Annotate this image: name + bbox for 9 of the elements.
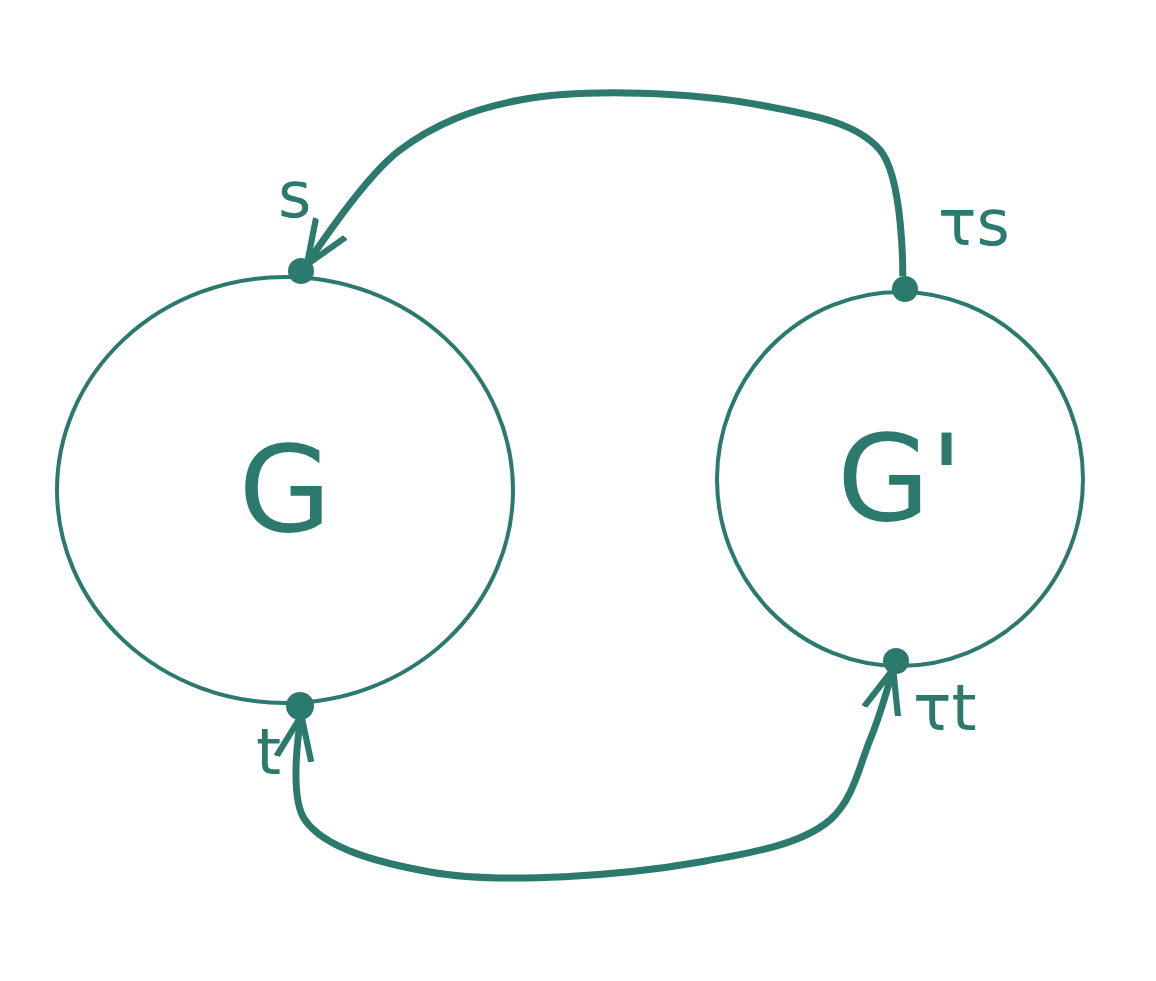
graph-label: G [238,430,332,550]
graph-circle [715,290,1085,668]
vertex-label: τt [913,676,977,740]
graph-circle [55,275,515,705]
vertex-label: t [256,720,282,784]
graph-label: G' [837,419,963,539]
arrow [303,89,907,277]
vertex-label: τs [938,191,1010,255]
vertex-label: s [278,163,312,227]
